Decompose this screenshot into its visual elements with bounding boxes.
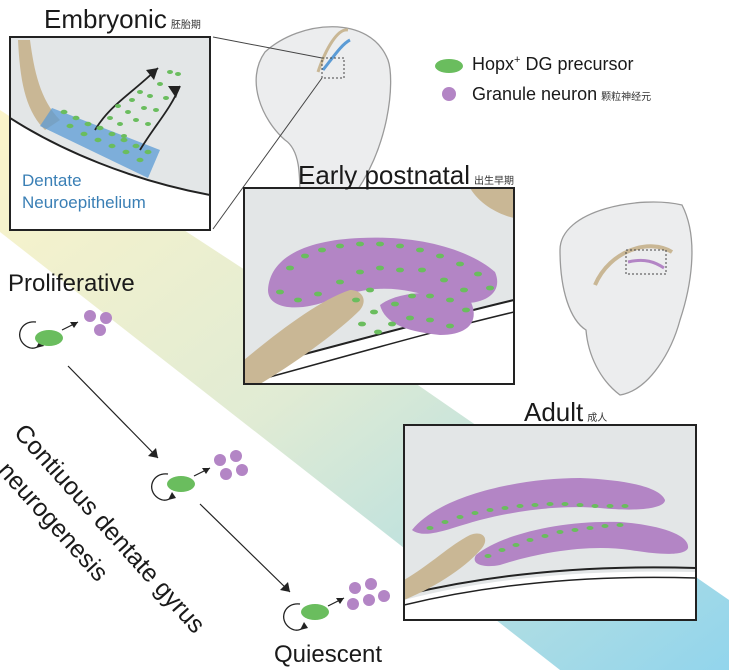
legend-neuron-zh: 颗粒神经元 [601,92,652,103]
quiescent-cell-group [283,578,390,631]
lineage-arrowhead-2 [280,582,290,592]
legend-precursor-sup: + [514,54,521,66]
legend-precursor-name: Hopx [472,54,515,74]
adult-title-text: Adult [524,397,584,427]
lineage-arrowhead-1 [148,448,158,458]
neuroepithelium-label: Neuroepithelium [22,193,146,212]
legend-precursor-rest: DG precursor [520,54,634,74]
early-postnatal-title-zh: 出生早期 [473,176,514,187]
adult-precursor-dots [426,502,629,558]
embryonic-inset-panel [9,36,211,231]
early-postnatal-title-text: Early postnatal [298,160,470,190]
intermediate-cell-group [151,450,248,501]
embryonic-title-zh: 胚胎期 [170,20,201,31]
legend-precursor-label: Hopx+ DG precursor [472,54,634,75]
proliferative-label: Proliferative [8,270,135,297]
lineage-arrow-1 [67,365,159,459]
adult-title-zh: 成人 [587,413,608,424]
legend-neuron-name: Granule neuron [472,84,598,104]
proliferative-cell-group [19,310,112,349]
adult-inset-panel [403,424,697,621]
early-postnatal-precursor-dots [276,241,494,335]
embryonic-brain-outline [212,26,392,230]
embryonic-title-text: Embryonic [44,4,167,34]
dentate-label: Dentate [22,171,82,190]
legend-precursor-marker [435,59,463,73]
early-postnatal-inset-panel [243,187,515,385]
embryonic-precursor-dots [60,70,181,163]
legend-neuron-marker [442,87,456,101]
early-postnatal-brain-outline [559,201,693,396]
lineage-arrow-2 [199,503,291,593]
quiescent-label: Quiescent [274,641,383,668]
